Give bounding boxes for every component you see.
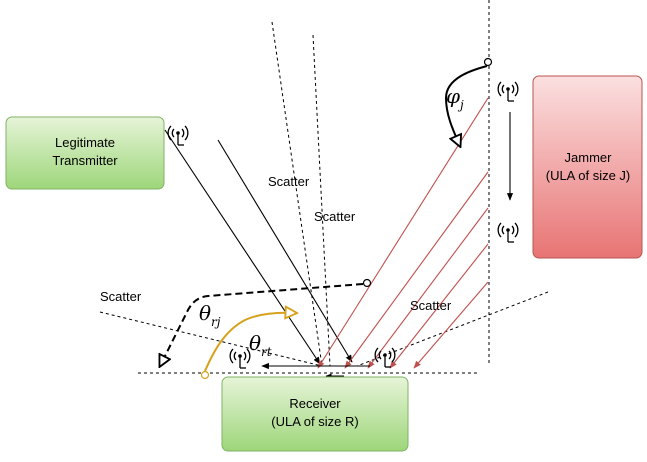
scatter-label: Scatter: [314, 209, 356, 224]
theta-rj-sub: rj: [211, 315, 221, 329]
transmitter-label-1: Legitimate: [55, 135, 115, 150]
phi-j-sub: j: [457, 98, 464, 112]
jammer-ray-5: [413, 281, 489, 369]
antenna-icon: [497, 222, 519, 243]
transmitter-rays: [164, 129, 353, 365]
jammer-ray-2: [344, 171, 489, 369]
transmitter-box-shape: [5, 116, 165, 190]
transmitter-label-2: Transmitter: [52, 153, 118, 168]
scatter-label: Scatter: [268, 174, 310, 189]
antenna-icon: [229, 348, 251, 369]
theta-rt-sub: rt: [261, 345, 272, 359]
theta-rj-base: θ: [199, 301, 211, 325]
jammer-rays: [317, 97, 489, 369]
jammer-label-2: (ULA of size J): [546, 168, 631, 183]
jammer-ray-4: [389, 243, 489, 369]
theta-rt-pivot: [200, 370, 210, 380]
theta-rt-label: θrt: [249, 331, 272, 359]
theta-rj-angle-arc: [160, 283, 364, 366]
antenna-icon: [167, 125, 189, 146]
scatter-label: Scatter: [410, 298, 452, 313]
antenna-icon: [497, 81, 519, 102]
receiver-box-shape: [221, 376, 409, 452]
phi-j-base: φ: [446, 84, 460, 108]
jammer-ray-3: [367, 207, 489, 369]
phi-angle-arc: [444, 65, 488, 146]
receiver-label-2: (ULA of size R): [271, 414, 358, 429]
scatter-path-right: [356, 291, 549, 367]
jammer-label-1: Jammer: [565, 150, 613, 165]
scatter-path-left: [99, 311, 323, 367]
receiver-box: Receiver (ULA of size R): [221, 376, 409, 452]
guide-lines: [99, 0, 549, 374]
receiver-label-1: Receiver: [289, 396, 341, 411]
theta-rt-angle-arc: [204, 313, 296, 372]
jammer-box-shape: [532, 75, 643, 259]
jammer-ray-1: [317, 97, 489, 369]
theta-rj-label: θrj: [199, 301, 221, 329]
theta-rj-pivot: [362, 278, 372, 288]
transmitter-ray-2: [217, 139, 353, 363]
scatter-path-2: [312, 34, 331, 367]
phi-pivot: [483, 57, 493, 67]
theta-rt-base: θ: [249, 331, 261, 355]
scatter-label: Scatter: [100, 289, 142, 304]
scatter-path-1: [271, 21, 323, 367]
transmitter-box: Legitimate Transmitter: [5, 116, 165, 190]
transmitter-ray-1: [164, 129, 321, 365]
phi-j-label: φj: [446, 84, 464, 112]
jammer-box: Jammer (ULA of size J): [532, 75, 643, 259]
